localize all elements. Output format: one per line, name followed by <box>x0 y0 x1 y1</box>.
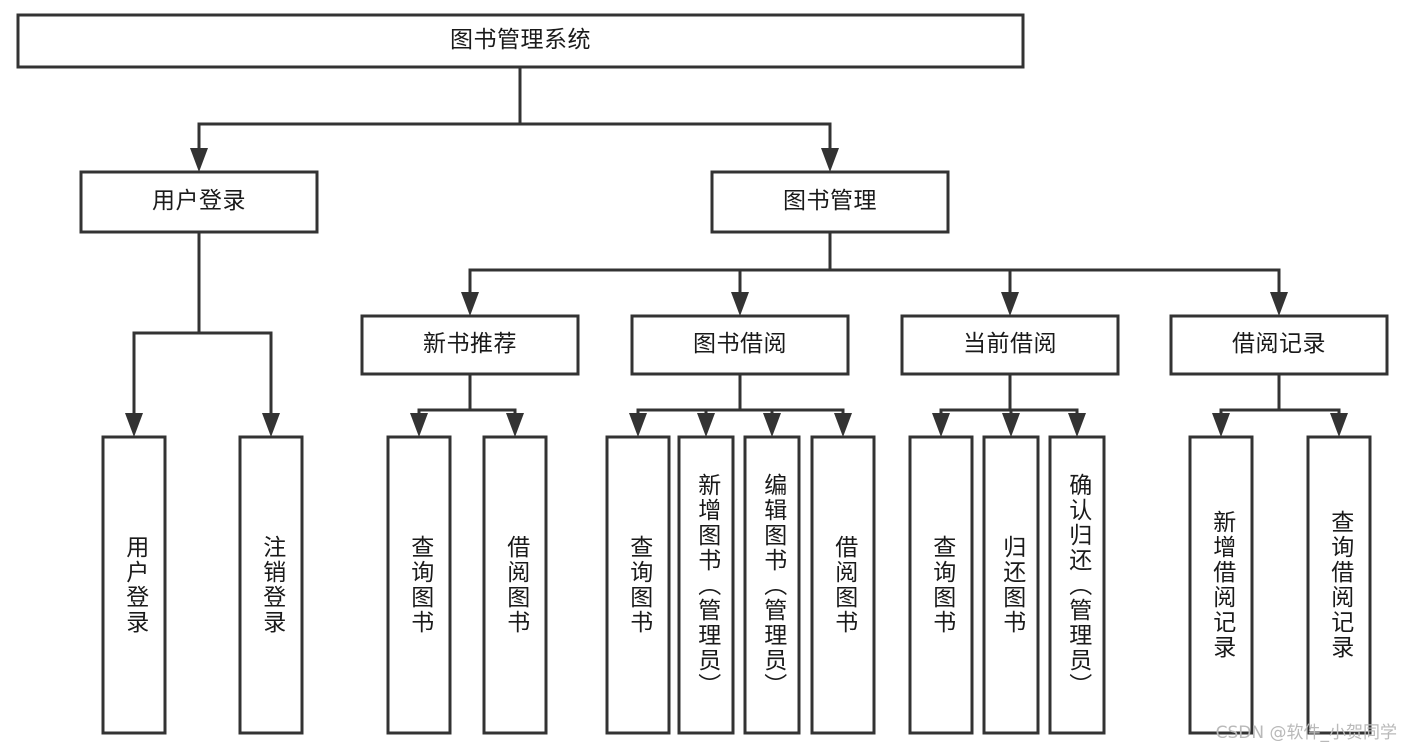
node-box-current-borrow[interactable] <box>900 314 1120 376</box>
arrow-head-icon <box>190 148 208 172</box>
node-box-leaf-user-login[interactable] <box>101 435 167 735</box>
node-box-leaf-add-book[interactable] <box>677 435 735 735</box>
node-box-leaf-borrow-book-1[interactable] <box>482 435 548 735</box>
node-box-leaf-query-book-1[interactable] <box>386 435 452 735</box>
node-box-leaf-confirm-return[interactable] <box>1048 435 1106 735</box>
arrow-head-icon <box>410 413 428 437</box>
connector-layer <box>125 65 1348 437</box>
csdn-watermark: CSDN @软件_小贺同学 <box>1215 723 1397 743</box>
node-box-root[interactable] <box>16 13 1025 69</box>
node-box-leaf-query-book-3[interactable] <box>908 435 974 735</box>
node-box-leaf-edit-book[interactable] <box>743 435 801 735</box>
arrow-head-icon <box>1068 413 1086 437</box>
node-box-leaf-query-book-2[interactable] <box>605 435 671 735</box>
arrow-head-icon <box>932 413 950 437</box>
arrow-head-icon <box>1330 413 1348 437</box>
arrow-head-icon <box>1212 413 1230 437</box>
arrow-head-icon <box>1270 292 1288 316</box>
arrow-head-icon <box>834 413 852 437</box>
node-box-layer <box>16 13 1389 735</box>
arrow-head-icon <box>629 413 647 437</box>
arrow-head-icon <box>1001 292 1019 316</box>
node-box-book-borrow[interactable] <box>630 314 850 376</box>
node-box-leaf-query-record[interactable] <box>1306 435 1372 735</box>
arrow-head-icon <box>821 148 839 172</box>
node-box-leaf-add-record[interactable] <box>1188 435 1254 735</box>
arrow-head-icon <box>506 413 524 437</box>
arrow-head-icon <box>461 292 479 316</box>
node-box-leaf-return-book[interactable] <box>982 435 1040 735</box>
node-box-leaf-borrow-book-2[interactable] <box>810 435 876 735</box>
node-box-borrow-record[interactable] <box>1169 314 1389 376</box>
arrow-head-icon <box>125 413 143 437</box>
arrow-head-icon <box>262 413 280 437</box>
node-box-book-manage[interactable] <box>710 170 950 234</box>
node-box-user-login[interactable] <box>79 170 319 234</box>
node-box-new-book-recommend[interactable] <box>360 314 580 376</box>
arrow-head-icon <box>731 292 749 316</box>
arrow-head-icon <box>1002 413 1020 437</box>
arrow-head-icon <box>763 413 781 437</box>
arrow-head-icon <box>697 413 715 437</box>
node-box-leaf-logout[interactable] <box>238 435 304 735</box>
